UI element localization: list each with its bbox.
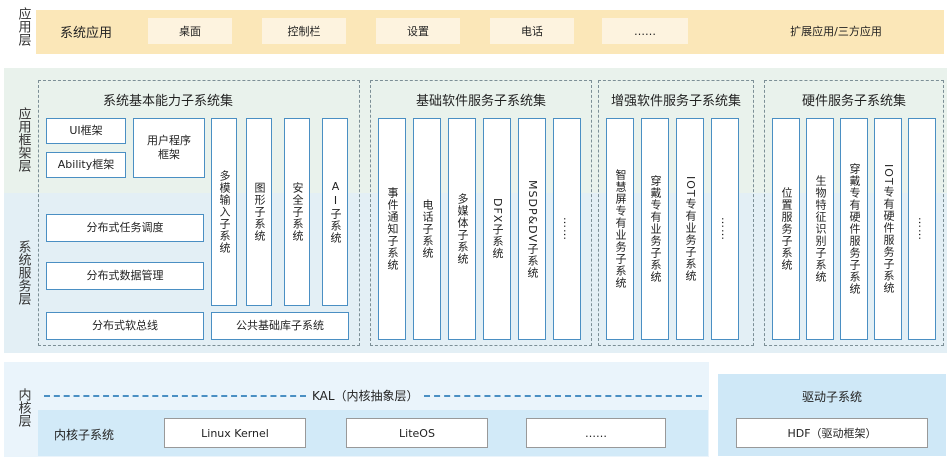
kernel-more: …… — [526, 418, 666, 448]
multimodal-input-subsystem: 多模输入子系统 — [211, 118, 237, 306]
basic-capability-title: 系统基本能力子系统集 — [102, 94, 233, 109]
ability-framework: Ability框架 — [46, 152, 126, 178]
driver-subsystem-label: 驱动子系统 — [801, 390, 862, 404]
basic-software-more: …… — [553, 118, 581, 340]
enhanced-software-group — [598, 80, 754, 346]
distributed-data-management: 分布式数据管理 — [46, 262, 204, 290]
biometric-subsystem: 生物特征识别子系统 — [806, 118, 834, 340]
linux-kernel: Linux Kernel — [164, 418, 306, 448]
hardware-service-more: …… — [908, 118, 936, 340]
system-apps-title: 系统应用 — [60, 26, 113, 41]
kernel-subsystem-label: 内核子系统 — [54, 428, 115, 442]
distributed-task-scheduling: 分布式任务调度 — [46, 214, 204, 242]
event-notification-subsystem: 事件通知子系统 — [378, 118, 406, 340]
wearable-hardware-subsystem: 穿戴专有硬件服务子系统 — [840, 118, 868, 340]
app-phone: 电话 — [490, 18, 574, 44]
ai-subsystem: AI子系统 — [322, 118, 348, 306]
location-service-subsystem: 位置服务子系统 — [772, 118, 800, 340]
app-desktop: 桌面 — [148, 18, 232, 44]
multimedia-subsystem: 多媒体子系统 — [448, 118, 476, 340]
hardware-service-group — [764, 80, 944, 346]
app-layer-label: 应用层 — [15, 7, 31, 46]
smart-screen-subsystem: 智慧屏专有业务子系统 — [606, 118, 634, 340]
kal-dashed-right — [424, 395, 702, 397]
liteos: LiteOS — [346, 418, 488, 448]
app-control-bar: 控制栏 — [262, 18, 346, 44]
ui-framework: UI框架 — [46, 118, 126, 144]
user-program-framework: 用户程序框架 — [133, 118, 205, 178]
iot-business-subsystem: IOT专有业务子系统 — [676, 118, 704, 340]
graphics-subsystem: 图形子系统 — [246, 118, 272, 306]
app-more: …… — [602, 18, 688, 44]
basic-software-group — [370, 80, 592, 346]
security-subsystem: 安全子系统 — [284, 118, 310, 306]
enhanced-software-title: 增强软件服务子系统集 — [610, 94, 741, 109]
kal-dashed-left — [44, 395, 306, 397]
common-base-library: 公共基础库子系统 — [211, 312, 349, 340]
framework-layer-label: 应用框架层 — [15, 107, 31, 172]
iot-hardware-subsystem: IOT专有硬件服务子系统 — [874, 118, 902, 340]
app-settings: 设置 — [376, 18, 460, 44]
telephony-subsystem: 电话子系统 — [413, 118, 441, 340]
kal-label: KAL（内核抽象层） — [312, 389, 419, 403]
basic-software-title: 基础软件服务子系统集 — [415, 94, 546, 109]
basic-capability-group — [38, 80, 360, 346]
hardware-service-title: 硬件服务子系统集 — [801, 94, 906, 109]
distributed-soft-bus: 分布式软总线 — [46, 312, 204, 340]
msdp-dv-subsystem: MSDP&DV子系统 — [518, 118, 546, 340]
service-layer-label: 系统服务层 — [15, 240, 31, 305]
enhanced-software-more: …… — [711, 118, 739, 340]
kernel-layer-label: 内核层 — [15, 388, 31, 427]
extended-apps: 扩展应用/三方应用 — [734, 14, 938, 48]
hdf-driver-framework: HDF（驱动框架） — [736, 418, 928, 448]
dfx-subsystem: DFX子系统 — [483, 118, 511, 340]
wearable-subsystem: 穿戴专有业务子系统 — [641, 118, 669, 340]
